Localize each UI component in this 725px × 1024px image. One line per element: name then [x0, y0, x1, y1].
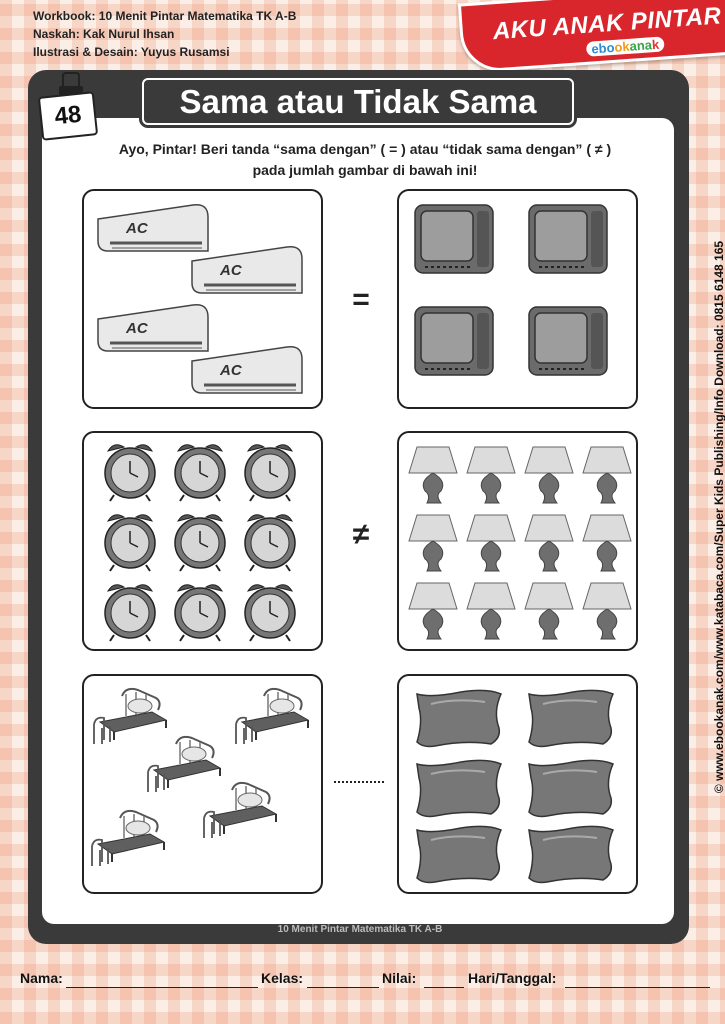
alarm-clock-icon	[244, 583, 296, 642]
group-televisions	[397, 189, 638, 409]
lamp-icon	[524, 514, 574, 572]
lamp-icon	[466, 446, 516, 504]
lamp-icon	[466, 582, 516, 640]
group-alarm-clocks	[82, 431, 323, 651]
group-lamps	[397, 431, 638, 651]
nama-field[interactable]: Nama:	[20, 970, 258, 988]
nilai-label: Nilai:	[382, 970, 417, 986]
alarm-clock-icon	[104, 583, 156, 642]
lamp-icon	[582, 514, 632, 572]
bed-icon	[91, 809, 165, 867]
pillow-icon	[416, 689, 502, 748]
alarm-clock-icon	[104, 513, 156, 572]
instruction: Ayo, Pintar! Beri tanda “sama dengan” ( …	[60, 139, 670, 181]
comparison-symbol-row-2[interactable]: ≠	[352, 518, 370, 551]
television-icon	[528, 306, 608, 376]
book-footer-title: 10 Menit Pintar Matematika TK A-B	[277, 924, 443, 935]
pillow-illustration	[416, 689, 614, 884]
group-beds	[82, 674, 323, 894]
ebookanak-logo: ebookanak	[585, 36, 665, 57]
television-icon	[528, 204, 608, 274]
instruction-line-2: pada jumlah gambar di bawah ini!	[252, 162, 478, 178]
credit-ilustrasi: Ilustrasi & Desain: Yuyus Rusamsi	[33, 45, 230, 59]
equal-term: “sama dengan”	[273, 141, 377, 157]
pillow-icon	[528, 825, 614, 884]
lamp-icon	[524, 446, 574, 504]
lamp-icon	[582, 446, 632, 504]
bed-illustration	[91, 687, 309, 867]
air-conditioner-icon	[96, 203, 210, 253]
pillow-icon	[416, 759, 502, 818]
alarm-clock-icon	[104, 443, 156, 502]
bed-icon	[147, 735, 221, 793]
credit-workbook: Workbook: 10 Menit Pintar Matematika TK …	[33, 9, 297, 23]
kelas-label: Kelas:	[261, 970, 304, 986]
air-conditioner-icon	[190, 245, 304, 295]
pillow-icon	[528, 759, 614, 818]
lamp-illustration	[408, 446, 632, 640]
nilai-field[interactable]: Nilai:	[382, 970, 464, 988]
lamp-icon	[408, 582, 458, 640]
pillow-icon	[416, 825, 502, 884]
lamp-icon	[524, 582, 574, 640]
not-equal-term: “tidak sama dengan”	[442, 141, 583, 157]
group-air-conditioners: AC AC	[82, 189, 323, 409]
instruction-line-1: Ayo, Pintar! Beri tanda “sama dengan” ( …	[118, 141, 612, 157]
air-conditioner-illustration: AC AC	[96, 203, 304, 395]
television-icon	[414, 204, 494, 274]
bed-icon	[203, 781, 277, 839]
bed-icon	[93, 687, 167, 745]
comparison-answer-blank-row-3[interactable]	[334, 781, 384, 783]
lamp-icon	[408, 446, 458, 504]
alarm-clock-icon	[174, 513, 226, 572]
air-conditioner-icon	[190, 345, 304, 395]
kelas-field[interactable]: Kelas:	[261, 970, 379, 988]
credit-naskah: Naskah: Kak Nurul Ihsan	[33, 27, 175, 41]
alarm-clock-icon	[244, 513, 296, 572]
hari-tanggal-field[interactable]: Hari/Tanggal:	[468, 970, 710, 988]
television-icon	[414, 306, 494, 376]
page-title: Sama atau Tidak Sama	[142, 78, 574, 125]
alarm-clock-icon	[244, 443, 296, 502]
alarm-clock-illustration	[104, 443, 296, 642]
credits: Workbook: 10 Menit Pintar Matematika TK …	[33, 7, 296, 61]
nama-label: Nama:	[20, 970, 63, 986]
comparison-symbol-row-1[interactable]: =	[352, 283, 370, 316]
student-info-fields: Nama: Kelas: Nilai: Hari/Tanggal:	[20, 970, 710, 994]
kelas-line[interactable]	[307, 987, 379, 988]
lamp-icon	[408, 514, 458, 572]
brand-banner: AKU ANAK PINTAR ebookanak	[457, 0, 725, 74]
lamp-icon	[582, 582, 632, 640]
hari-tanggal-line[interactable]	[565, 987, 710, 988]
alarm-clock-icon	[174, 443, 226, 502]
group-pillows	[397, 674, 638, 894]
bed-icon	[235, 687, 309, 745]
copyright-side-text: © www.ebookanak.com/www.katabaca.com/Sup…	[712, 240, 725, 794]
lamp-icon	[466, 514, 516, 572]
television-illustration	[414, 204, 608, 376]
hari-tanggal-label: Hari/Tanggal:	[468, 970, 557, 986]
alarm-clock-icon	[174, 583, 226, 642]
nilai-line[interactable]	[424, 987, 464, 988]
air-conditioner-icon	[96, 303, 210, 353]
pillow-icon	[528, 689, 614, 748]
page-number-badge: 48	[37, 91, 99, 141]
nama-line[interactable]	[66, 987, 258, 988]
